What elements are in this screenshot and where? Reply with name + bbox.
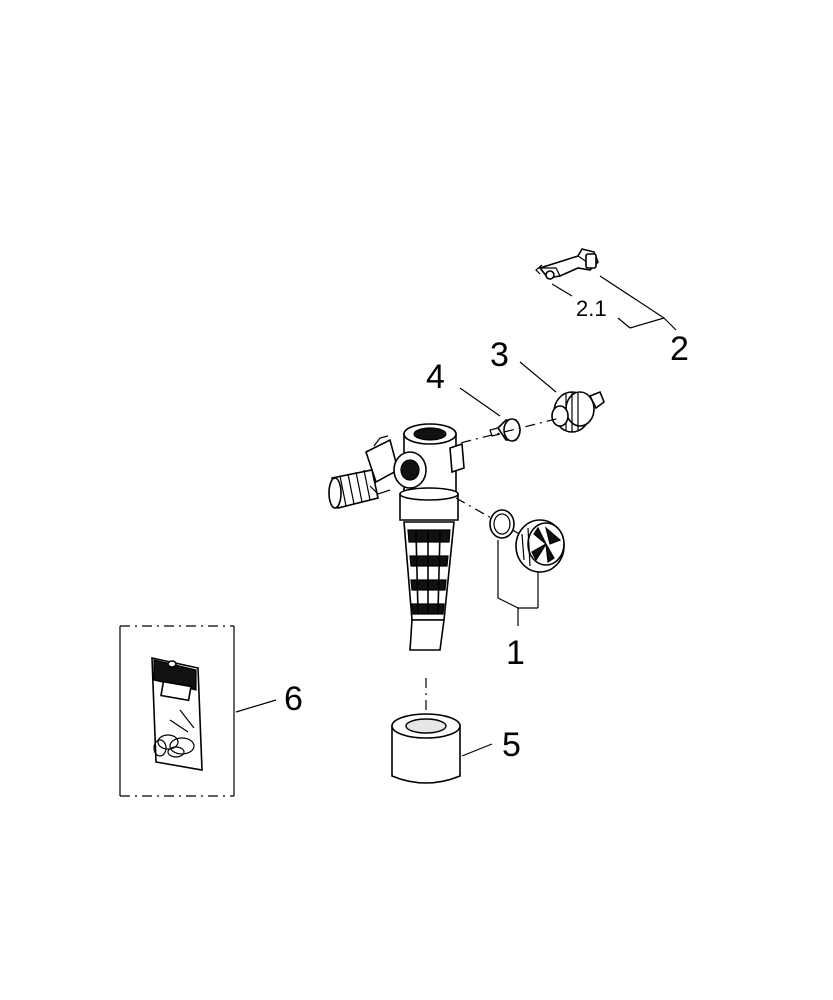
part-1-leader-lines — [497, 540, 539, 626]
part-1-oring-and-cap — [489, 509, 565, 573]
part-6-seal-kit-bag — [151, 656, 203, 771]
leader-4 — [459, 387, 501, 417]
callout-2: 2 — [670, 330, 689, 368]
part-2-leader-lines — [551, 275, 677, 331]
leader-5 — [461, 743, 493, 757]
callout-1: 1 — [506, 634, 525, 672]
part-5-sleeve — [391, 713, 461, 784]
valve-main-body — [328, 423, 465, 651]
callout-6: 6 — [284, 680, 303, 718]
part-2-clip — [535, 248, 599, 280]
leader-6 — [235, 699, 277, 713]
callout-3: 3 — [490, 336, 509, 374]
part-6-box — [119, 625, 235, 797]
callout-2-1: 2.1 — [576, 296, 607, 321]
callout-5: 5 — [502, 726, 521, 764]
callout-4: 4 — [426, 358, 445, 396]
assembly-axis-lower — [455, 497, 531, 541]
assembly-axis-upper — [439, 417, 561, 449]
part-4-valve — [489, 418, 521, 442]
leader-3 — [519, 361, 557, 393]
part-3-cap — [551, 390, 605, 433]
